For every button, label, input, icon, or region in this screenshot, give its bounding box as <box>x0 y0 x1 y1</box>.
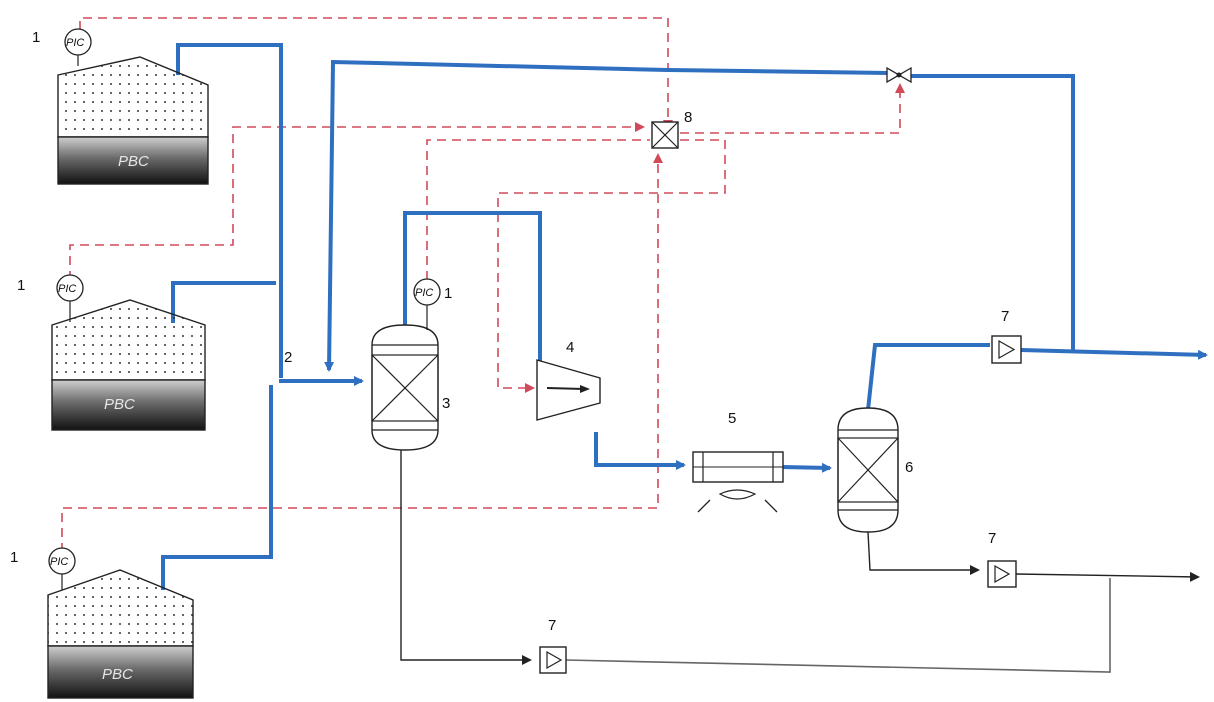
pump-bottom-number: 7 <box>548 617 556 634</box>
gas-line-compressor-outlet <box>594 432 686 470</box>
pic-bottom-tag: PIC <box>50 556 68 568</box>
signal-line-to-valve <box>680 83 905 134</box>
signal-line-column-pic <box>426 139 650 280</box>
gas-line-bottom-digester <box>161 385 273 590</box>
pump-gas-right: 7 <box>991 308 1022 364</box>
column-number: 3 <box>442 395 450 412</box>
air-cooler: 5 <box>692 410 784 513</box>
signal-line-bottom-digester <box>61 153 663 552</box>
absorption-column: 3 PIC 1 <box>371 278 452 451</box>
gas-line-column-overhead <box>403 211 542 362</box>
digester-bottom-label: PBC <box>102 666 133 683</box>
gas-line-cooler-to-separator <box>781 462 832 473</box>
gas-line-separator-overhead <box>866 343 990 411</box>
pic-column-number: 1 <box>444 285 452 302</box>
controller-number: 8 <box>684 109 692 126</box>
gas-line-product-out <box>1020 348 1208 360</box>
compressor-number: 4 <box>566 339 574 356</box>
gas-line-recycle-left <box>324 59 889 372</box>
signal-line-mid-digester <box>69 122 645 280</box>
digester-middle-label: PBC <box>104 396 135 413</box>
liquid-line-column-bottom <box>400 450 532 665</box>
pump-liquid-right-number: 7 <box>988 530 996 547</box>
digester-bottom: PBC PIC 1 <box>10 547 194 699</box>
signal-lines <box>61 17 905 552</box>
separator-number: 6 <box>905 459 913 476</box>
gas-lines <box>161 43 1208 590</box>
digester-top: PBC PIC 1 <box>32 28 209 185</box>
gas-line-mid-digester <box>171 281 276 323</box>
pump-bottom: 7 <box>539 617 567 674</box>
gas-line-top-digester <box>176 43 283 378</box>
gas-line-recycle <box>907 74 1075 350</box>
pic-middle-tag: PIC <box>58 283 76 295</box>
liquid-line-product-out <box>1015 571 1200 582</box>
digester-middle-number: 1 <box>17 277 25 294</box>
signal-line-to-compressor <box>497 139 726 393</box>
controller-block: 8 <box>651 109 692 149</box>
digester-bottom-number: 1 <box>10 549 18 566</box>
cooler-number: 5 <box>728 410 736 427</box>
pump-liquid-right: 7 <box>987 530 1017 588</box>
digester-top-number: 1 <box>32 29 40 46</box>
signal-line-top-digester <box>79 17 673 130</box>
feed-junction-number: 2 <box>284 349 292 366</box>
liquid-line-separator-bottom <box>867 531 980 575</box>
valve <box>886 66 912 84</box>
digester-top-label: PBC <box>118 153 149 170</box>
pic-top-tag: PIC <box>66 37 84 49</box>
digester-middle: PBC PIC 1 <box>17 274 206 431</box>
compressor: 4 <box>536 339 601 421</box>
liquid-lines <box>400 450 1200 673</box>
pump-gas-right-number: 7 <box>1001 308 1009 325</box>
liquid-line-merge <box>565 578 1111 673</box>
separator-column: 6 <box>837 407 913 533</box>
pic-column-tag: PIC <box>415 287 433 299</box>
